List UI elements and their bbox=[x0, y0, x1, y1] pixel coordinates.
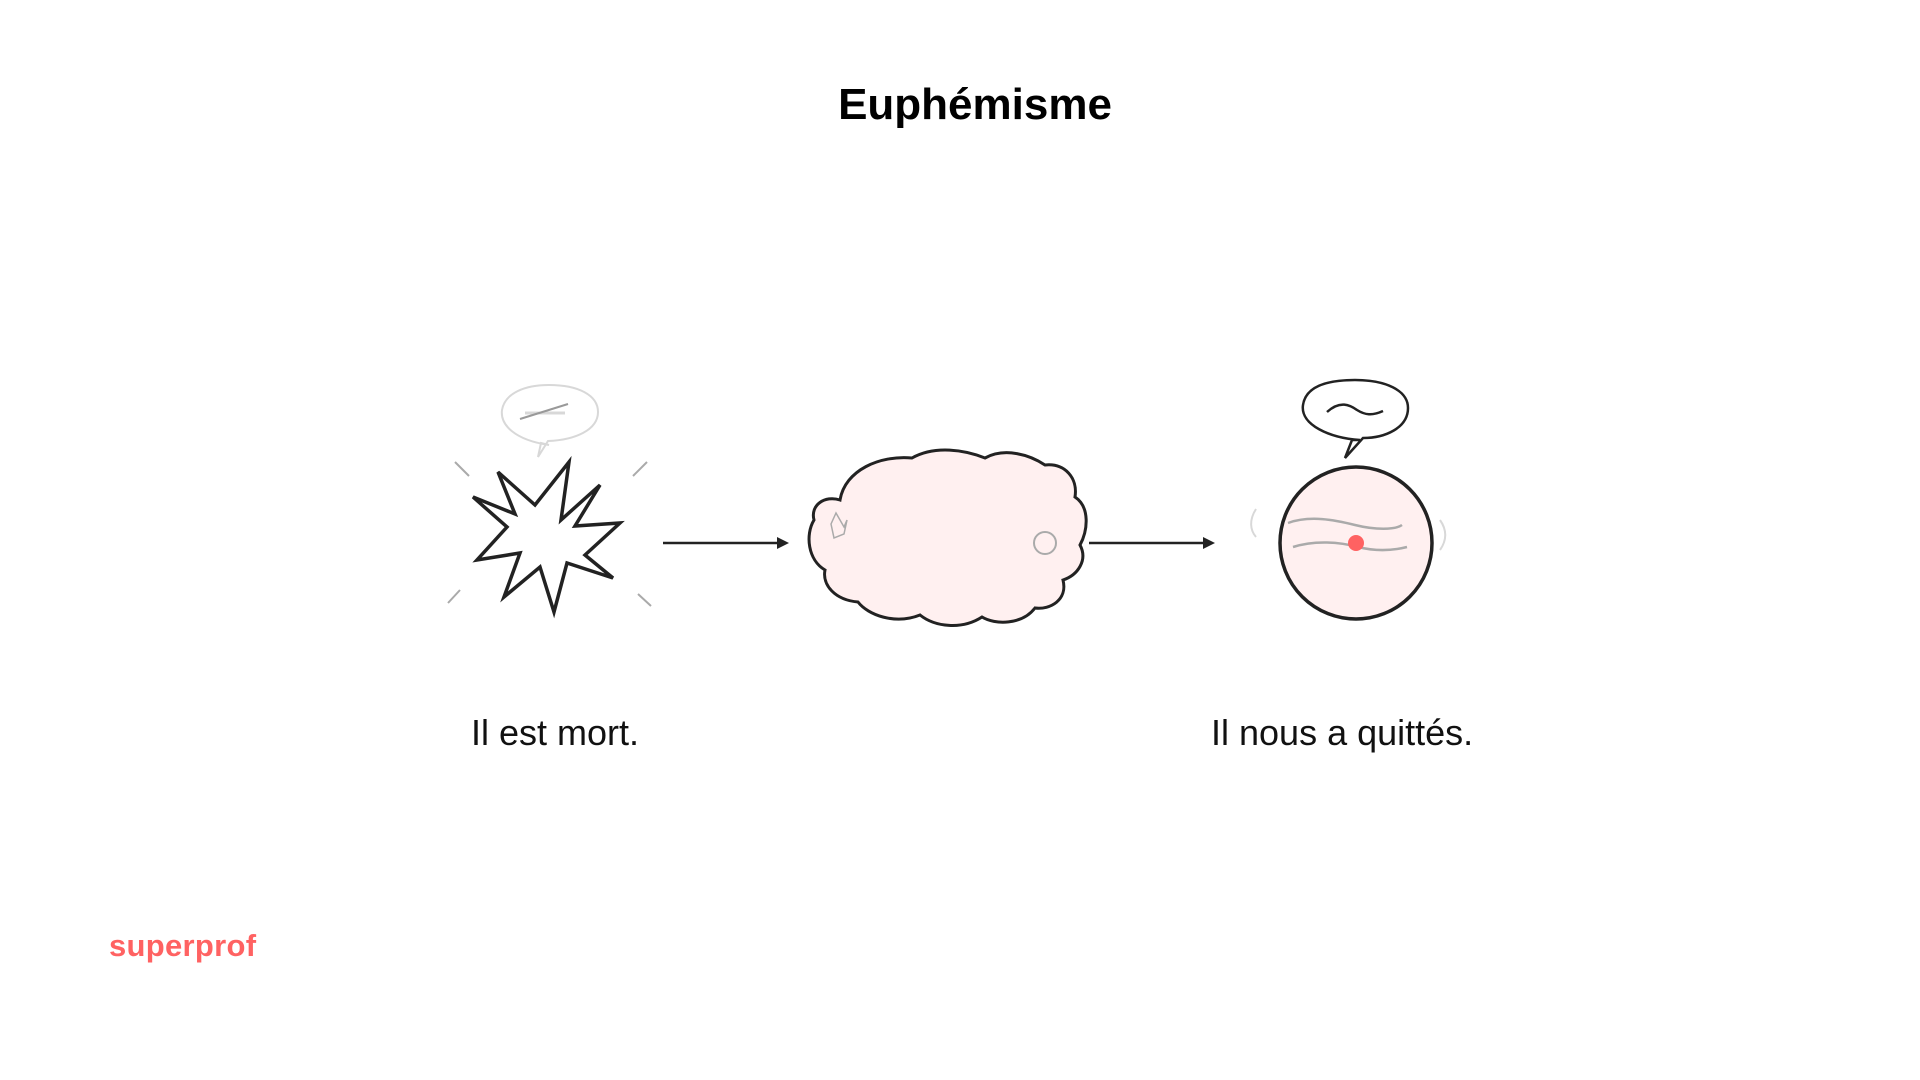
arrow-right-icon bbox=[663, 537, 789, 549]
arrow-right-icon bbox=[1089, 537, 1215, 549]
superprof-logo: superprof bbox=[109, 928, 257, 963]
speech-bubble-icon bbox=[1301, 378, 1410, 459]
page-title: Euphémisme bbox=[838, 80, 1112, 129]
explosion-icon bbox=[447, 455, 652, 619]
softened-circle-icon bbox=[1250, 465, 1447, 621]
red-dot-icon bbox=[1348, 535, 1364, 551]
label-euphemism: Il nous a quittés. bbox=[1211, 712, 1474, 753]
faded-speech-bubble-icon bbox=[500, 383, 600, 458]
label-direct: Il est mort. bbox=[471, 712, 640, 753]
cloud-filter-icon bbox=[807, 448, 1088, 627]
